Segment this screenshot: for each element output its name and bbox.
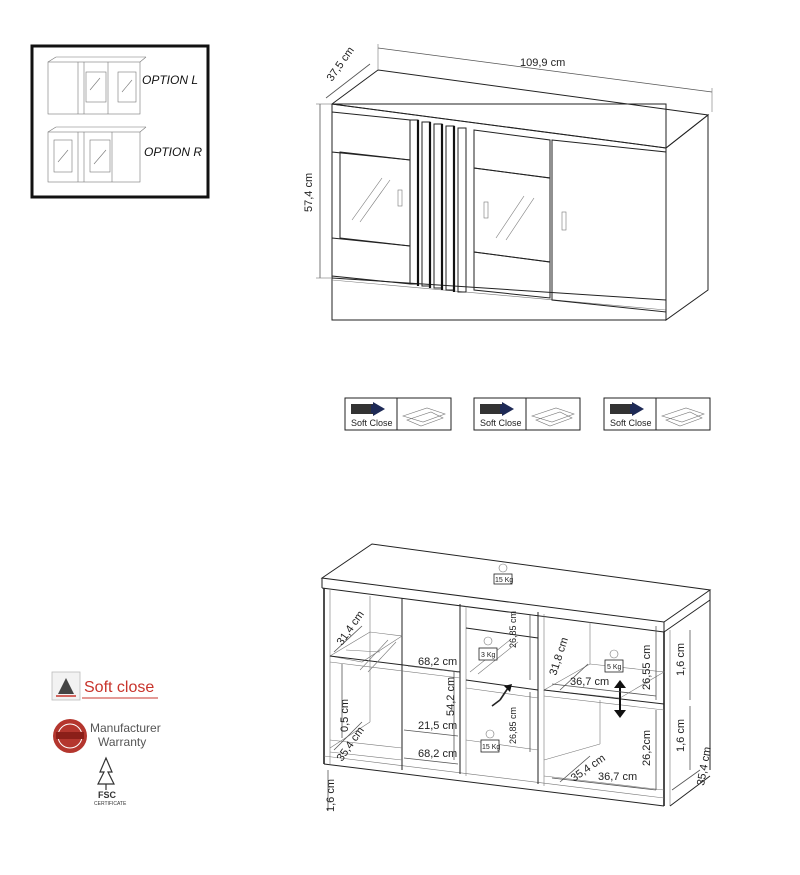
soft-close-icon-2: Soft Close: [473, 397, 581, 431]
option-r-thumbnail: [47, 126, 147, 183]
dim-36-7-lower: 36,7 cm: [598, 771, 637, 783]
load-badge-top: 15 Kg: [493, 563, 513, 585]
dim-width: 109,9 cm: [520, 57, 565, 69]
dim-1-6-left: 1,6 cm: [325, 779, 337, 812]
load-right-text: 5 Kg: [607, 664, 622, 671]
warranty-badge: Manufacturer Warranty: [53, 719, 161, 753]
front-view-dimensions: 109,9 cm 37,5 cm 57,4 cm: [303, 44, 713, 279]
soft-close-icon-1: Soft Close: [344, 397, 452, 431]
soft-close-icon-3: Soft Close: [603, 397, 711, 431]
dim-54-2: 54,2 cm: [445, 677, 457, 716]
dim-68-2-lower: 68,2 cm: [418, 748, 457, 760]
soft-close-badge: Soft close: [51, 671, 158, 701]
option-l-thumbnail: [47, 56, 147, 115]
dim-31-8: 31,8 cm: [547, 636, 571, 677]
fsc-sub-text: CERTIFICATE: [94, 801, 127, 807]
dim-35-4-right: 35,4 cm: [695, 746, 714, 787]
load-badge-right: 5 Kg: [604, 649, 624, 673]
soft-close-label: Soft Close: [610, 418, 652, 428]
dim-36-7-upper: 36,7 cm: [570, 676, 609, 688]
option-l-label: OPTION L: [142, 73, 198, 87]
soft-close-label: Soft Close: [480, 418, 522, 428]
dim-26-55: 26,55 cm: [641, 645, 653, 690]
interior-dimensions: [327, 614, 701, 810]
options-box: OPTION L OPTION R: [30, 44, 210, 199]
fsc-badge: FSC CERTIFICATE: [94, 756, 127, 807]
warranty-line1: Manufacturer: [90, 721, 161, 735]
dim-26-85-upper: 26,85 cm: [508, 611, 518, 648]
fsc-text: FSC: [98, 790, 117, 800]
dim-21-5: 21,5 cm: [418, 720, 457, 732]
dim-68-2-upper: 68,2 cm: [418, 656, 457, 668]
dim-31-4: 31,4 cm: [335, 609, 367, 648]
interior-view-cabinet: [320, 543, 712, 807]
soft-close-badge-text: Soft close: [84, 679, 154, 696]
front-view-cabinet: [330, 69, 710, 321]
warranty-line2: Warranty: [98, 735, 146, 749]
dim-0-5: 0,5 cm: [339, 699, 351, 732]
dim-26-2: 26,2cm: [641, 730, 653, 766]
load-badge-middle: 3 Kg: [478, 636, 498, 661]
dim-1-6-right-upper: 1,6 cm: [675, 643, 687, 676]
load-badge-bottom: 15 Kg: [480, 729, 500, 753]
dim-height: 57,4 cm: [303, 173, 315, 212]
load-top-text: 15 Kg: [495, 577, 513, 584]
dim-26-85-lower: 26,85 cm: [508, 707, 518, 744]
dim-1-6-right-lower: 1,6 cm: [675, 719, 687, 752]
soft-close-label: Soft Close: [351, 418, 393, 428]
load-bottom-text: 15 Kg: [482, 744, 500, 751]
load-middle-text: 3 Kg: [481, 652, 496, 659]
option-r-label: OPTION R: [144, 145, 202, 159]
